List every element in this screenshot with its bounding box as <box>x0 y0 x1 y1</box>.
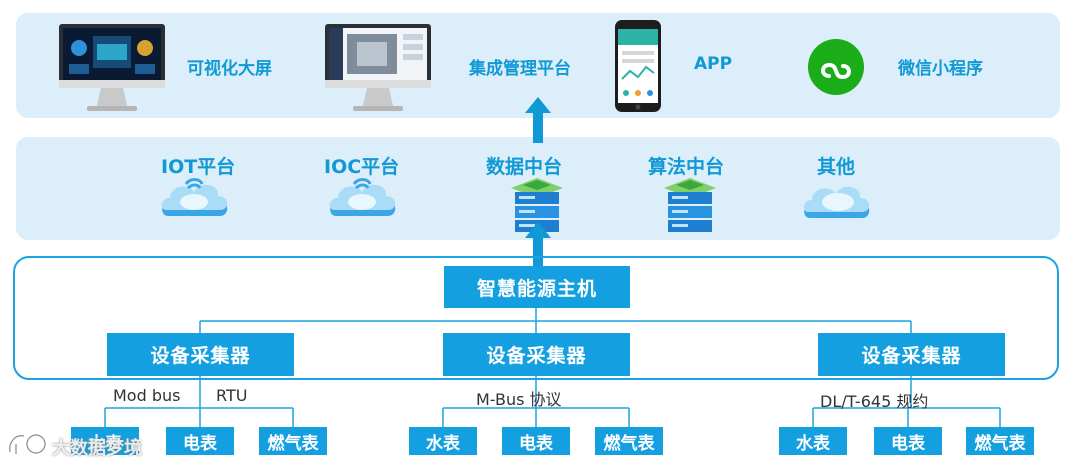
integrated-platform-label: 集成管理平台 <box>469 59 571 79</box>
mini-program-icon <box>808 39 864 95</box>
up-arrow-icon <box>525 222 551 268</box>
protocol-dlt645-label: DL/T-645 规约 <box>820 392 929 411</box>
ioc-platform-label: IOC平台 <box>324 156 400 178</box>
smart-energy-host: 智慧能源主机 <box>444 266 630 308</box>
algorithm-platform-label: 算法中台 <box>648 156 725 178</box>
data-middle-platform-label: 数据中台 <box>486 156 563 178</box>
water-meter: 水表 <box>409 427 477 455</box>
visual-screen-label: 可视化大屏 <box>187 59 272 79</box>
ioc-cloud-icon <box>329 178 396 216</box>
device-collector-2: 设备采集器 <box>443 333 630 376</box>
wechat-mini-program-label: 微信小程序 <box>898 59 983 79</box>
electric-meter: 电表 <box>502 427 570 455</box>
water-meter: 水表 <box>71 427 139 455</box>
management-platform-monitor-icon <box>325 24 431 111</box>
electric-meter: 电表 <box>874 427 942 455</box>
visual-screen-monitor-icon <box>59 24 165 111</box>
protocol-modbus-label: Mod bus <box>113 386 181 405</box>
algorithm-server-icon <box>664 178 716 232</box>
watermark-text: 大数据梦境 <box>52 438 142 459</box>
data-server-icon <box>511 178 563 232</box>
watermark-logo-icon <box>8 433 47 455</box>
protocol-mbus-label: M-Bus 协议 <box>476 390 562 409</box>
gas-meter: 燃气表 <box>595 427 663 455</box>
water-meter: 水表 <box>779 427 847 455</box>
mobile-app-phone-icon <box>615 20 661 112</box>
iot-cloud-icon <box>161 178 228 216</box>
gas-meter: 燃气表 <box>259 427 327 455</box>
iot-platform-label: IOT平台 <box>161 156 236 178</box>
others-cloud-icon <box>803 186 870 218</box>
device-collector-3: 设备采集器 <box>818 333 1005 376</box>
device-collector-1: 设备采集器 <box>107 333 294 376</box>
gas-meter: 燃气表 <box>966 427 1034 455</box>
electric-meter: 电表 <box>166 427 234 455</box>
others-label: 其他 <box>817 156 856 178</box>
protocol-rtu-label: RTU <box>216 386 248 405</box>
app-label: APP <box>694 54 733 74</box>
up-arrow-icon <box>525 97 551 143</box>
